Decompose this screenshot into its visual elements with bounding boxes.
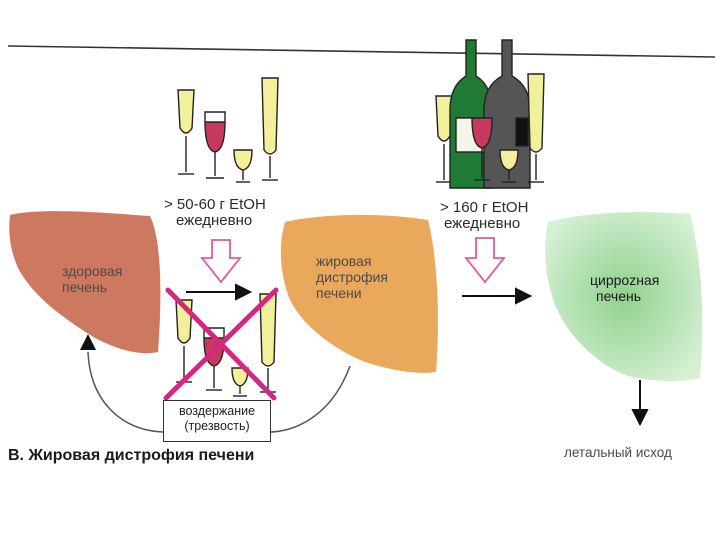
abstinence-line2: (трезвость) bbox=[164, 419, 270, 434]
pink-down-arrow-1 bbox=[202, 240, 240, 282]
fatty-liver-line2: дистрофия bbox=[316, 269, 388, 285]
progress-arrow-2 bbox=[462, 289, 530, 303]
pink-down-arrow-2 bbox=[466, 238, 504, 282]
death-arrow bbox=[633, 380, 647, 424]
progress-arrow-1 bbox=[186, 285, 250, 299]
dose-high-line2: ежедневно bbox=[440, 216, 528, 232]
top-rule bbox=[8, 46, 715, 57]
cirrhotic-liver-label: цирроzная печень bbox=[590, 272, 659, 304]
champagne-glass-icon bbox=[178, 90, 194, 133]
glasses-group-low bbox=[178, 78, 278, 182]
dose-low-line2: ежедневно bbox=[164, 213, 266, 229]
abstinence-box: воздержание (трезвость) bbox=[163, 400, 271, 442]
abstinence-line1: воздержание bbox=[164, 404, 270, 419]
tall-glass-icon bbox=[262, 78, 278, 154]
small-glass-icon bbox=[234, 150, 252, 170]
dose-high-line1: > 160 г EtOH bbox=[440, 200, 528, 216]
wine-glass-icon bbox=[205, 122, 225, 152]
tall-glass-icon-2 bbox=[528, 74, 544, 152]
dose-low-label: > 50-60 г EtOH ежедневно bbox=[164, 197, 266, 229]
figure-caption: В. Жировая дистрофия печени bbox=[8, 447, 254, 465]
fatty-liver-label: жировая дистрофия печени bbox=[316, 253, 388, 301]
healthy-liver-label: здоровая печень bbox=[62, 263, 122, 295]
cirrhotic-liver-line2: печень bbox=[590, 288, 659, 304]
healthy-liver-line2: печень bbox=[62, 279, 122, 295]
glasses-group-abstinence bbox=[176, 294, 276, 396]
dose-high-label: > 160 г EtOH ежедневно bbox=[440, 200, 528, 232]
bottles-group-high bbox=[436, 40, 544, 188]
cross-out-icon bbox=[166, 290, 276, 398]
fatty-liver-line3: печени bbox=[316, 285, 388, 301]
cirrhotic-liver-line1: цирроzная bbox=[590, 272, 659, 288]
healthy-liver-line1: здоровая bbox=[62, 263, 122, 279]
dose-low-line1: > 50-60 г EtOH bbox=[164, 197, 266, 213]
outcome-label: летальный исход bbox=[564, 445, 672, 461]
fatty-liver-line1: жировая bbox=[316, 253, 388, 269]
